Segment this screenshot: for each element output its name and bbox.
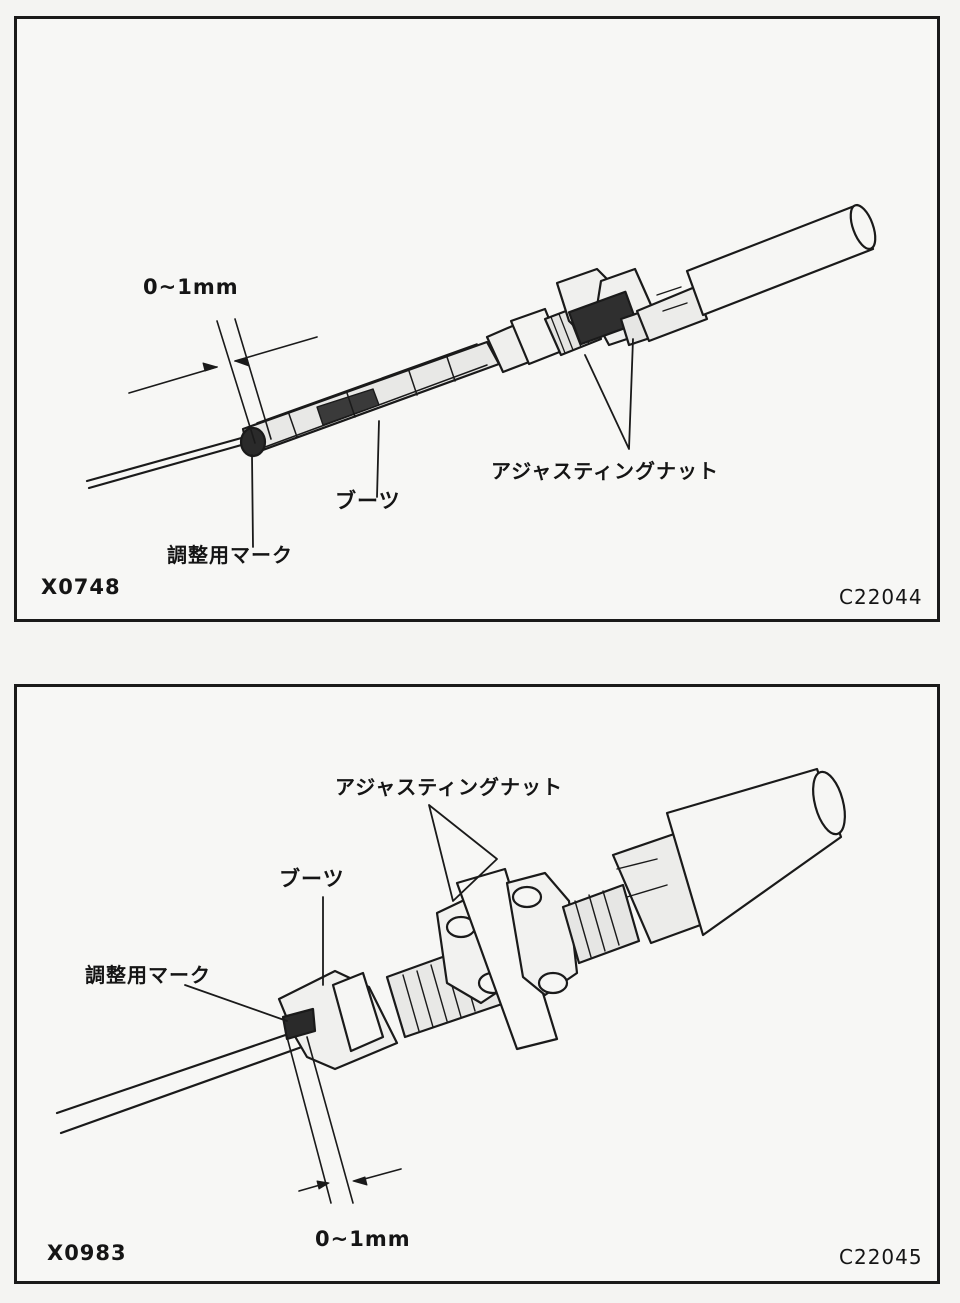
casing-end (635, 285, 709, 343)
adjusting-nut-label: アジャスティングナット (335, 775, 563, 799)
gap-dimension-label: 0~1mm (143, 275, 239, 299)
outer-cable (665, 767, 843, 937)
nut-leader (428, 804, 498, 902)
boot-leader (376, 420, 380, 498)
dimension-line-a (286, 1036, 332, 1204)
collar (331, 971, 385, 1053)
mark-leader (184, 984, 288, 1022)
adjust-mark-label: 調整用マーク (167, 543, 293, 567)
dimension-line-b (234, 318, 272, 440)
dimension-line-a (216, 320, 256, 444)
gap-dimension-label: 0~1mm (315, 1227, 411, 1251)
inner-wire (55, 1025, 311, 1115)
boot-label: ブーツ (335, 489, 401, 513)
adjust-mark-point (281, 1007, 317, 1041)
dimension-line-b (306, 1036, 354, 1204)
cable-adjustment-drawing-2 (55, 767, 846, 1204)
figure-code-right: C22044 (839, 585, 923, 609)
cable-adjustment-drawing-1 (85, 203, 877, 548)
figure-code-right: C22045 (839, 1245, 923, 1269)
figure-code-left: X0748 (41, 575, 121, 599)
nut-leader (584, 338, 634, 450)
boot-label: ブーツ (279, 867, 345, 891)
bracket (567, 290, 639, 346)
adjust-mark-label: 調整用マーク (85, 963, 211, 987)
figure-panel-2: アジャスティングナット ブーツ 調整用マーク 0~1mm X0983 C2204… (14, 684, 940, 1284)
bracket (455, 867, 559, 1051)
mark-leader (251, 454, 254, 548)
outer-cable (685, 203, 875, 317)
figure-panel-1: 0~1mm ブーツ アジャスティングナット 調整用マーク X0748 C2204… (14, 16, 940, 622)
figure-code-left: X0983 (47, 1241, 127, 1265)
inner-wire (85, 435, 247, 483)
adjust-mark-point (239, 426, 267, 458)
adjusting-nut-label: アジャスティングナット (491, 459, 719, 483)
